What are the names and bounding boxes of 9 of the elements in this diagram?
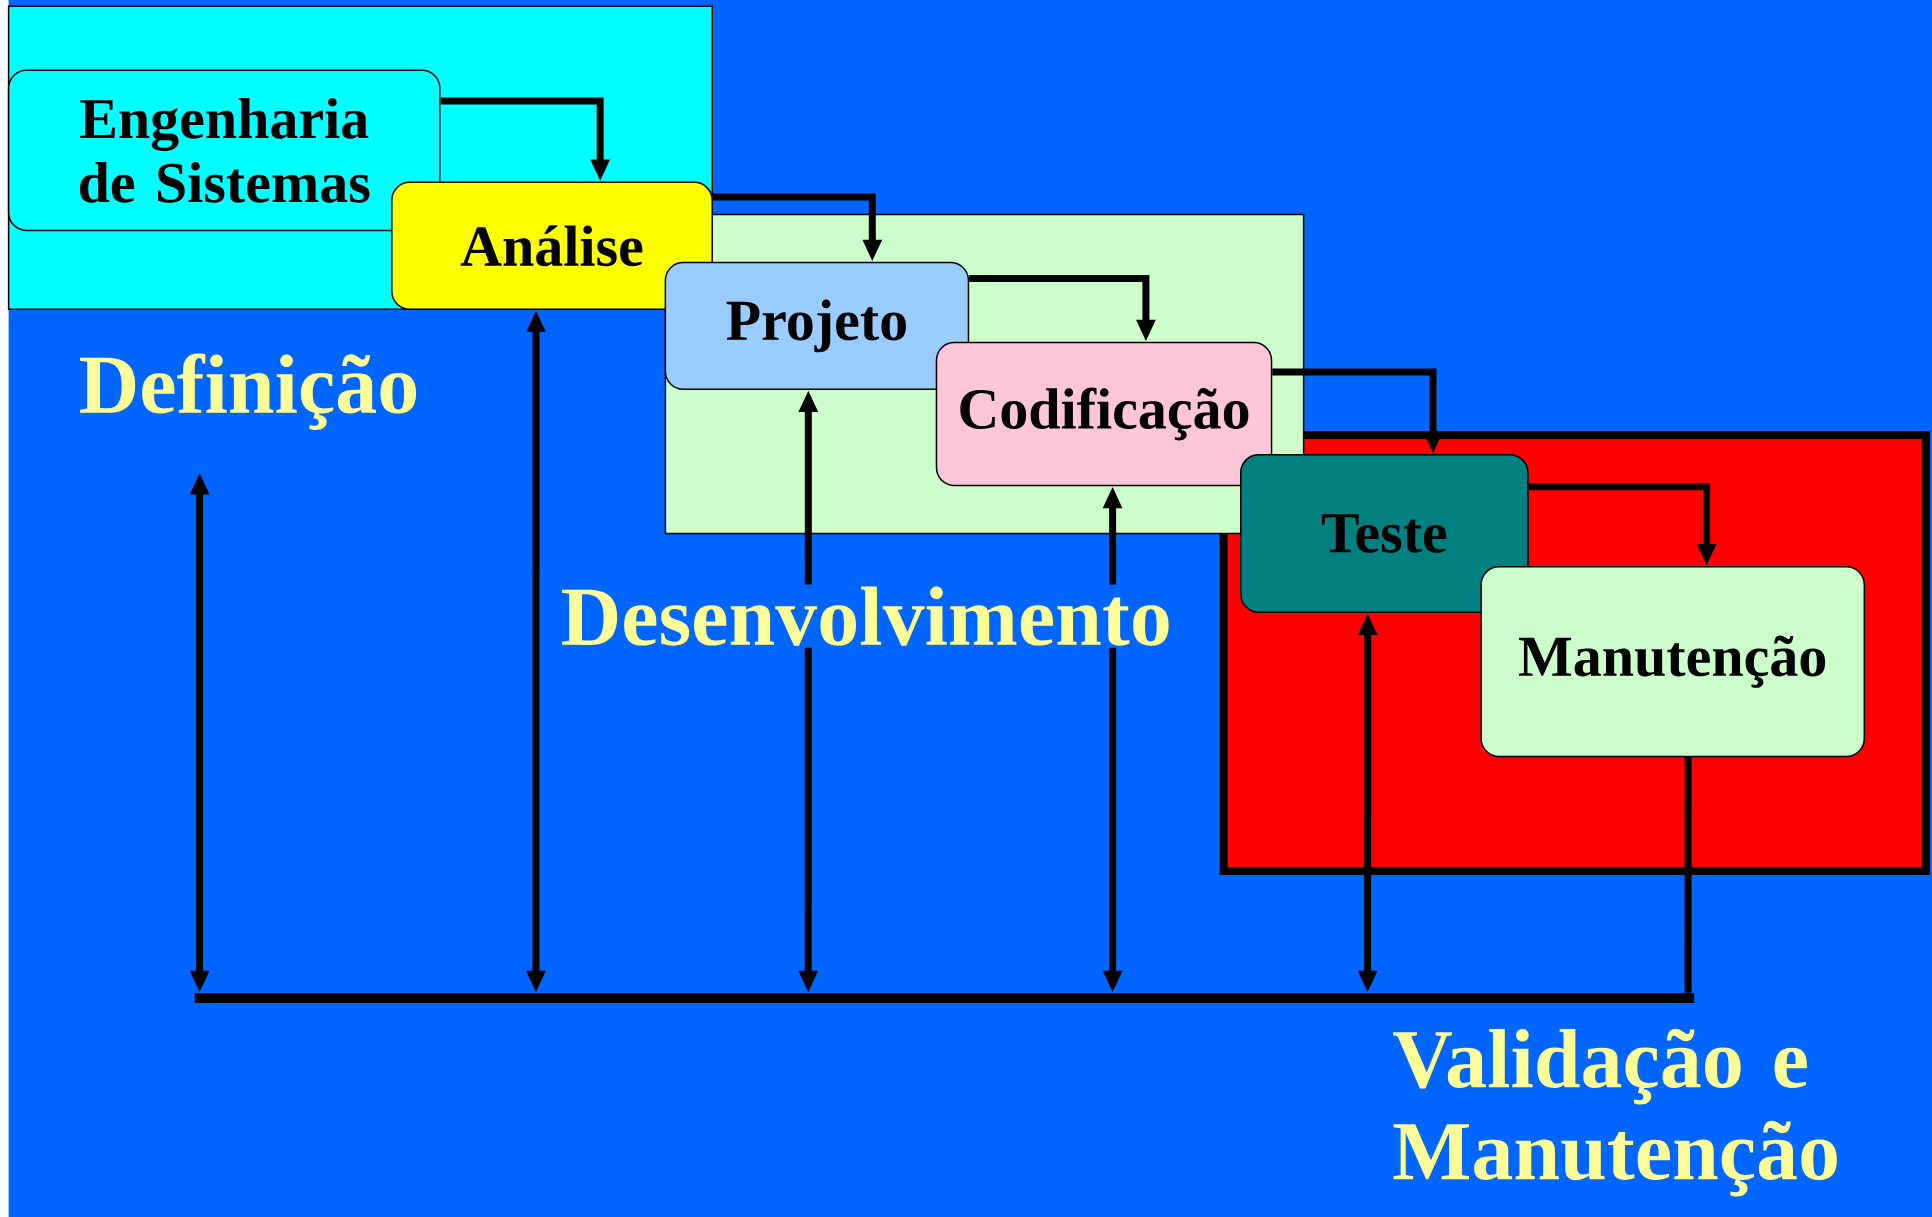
phase-heading: Definição xyxy=(76,351,422,432)
phase-heading: Validação e Manutenção xyxy=(1390,1026,1875,1199)
process-box: Codificação xyxy=(935,341,1273,487)
phase-heading: Desenvolvimento xyxy=(558,584,1174,648)
process-box: Manutenção xyxy=(1480,565,1866,758)
process-box: Análise xyxy=(391,181,713,310)
process-box: Teste xyxy=(1240,453,1529,614)
process-box: Projeto xyxy=(664,261,970,391)
process-box: Engenharia de Sistemas xyxy=(7,69,441,232)
